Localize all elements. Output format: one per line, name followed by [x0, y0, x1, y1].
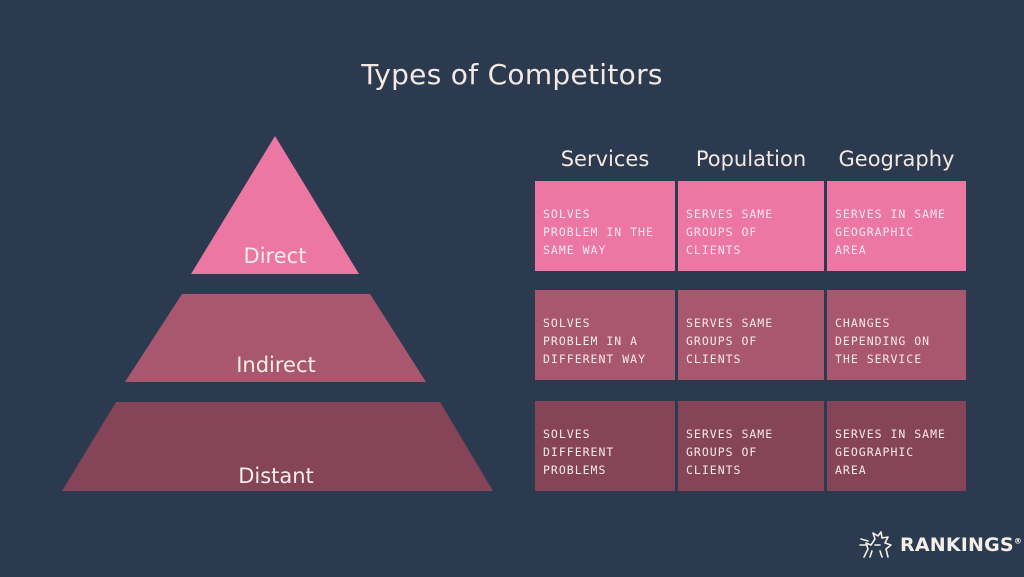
- cell-distant-services: Solves different problems: [535, 401, 675, 491]
- pyramid-tier-direct: [191, 136, 359, 274]
- column-header-services: Services: [560, 147, 650, 171]
- tier-label-distant: Distant: [238, 464, 314, 488]
- cell-indirect-geography: Changes depending on the service: [827, 290, 966, 380]
- griffin-logo-icon: [859, 531, 892, 558]
- competitor-pyramid: Direct Indirect Distant: [62, 136, 493, 491]
- cell-indirect-population: Serves same groups of clients: [678, 290, 824, 380]
- page-title: Types of Competitors: [361, 58, 663, 91]
- cell-distant-population: Serves same groups of clients: [678, 401, 824, 491]
- column-header-geography: Geography: [838, 147, 955, 171]
- pyramid-tier-indirect: [125, 294, 426, 382]
- cell-distant-geography: Serves in same geographic area: [827, 401, 966, 491]
- pyramid-tier-distant: [62, 402, 493, 491]
- brand-name: RANKINGS®: [900, 534, 1023, 556]
- tier-label-indirect: Indirect: [236, 353, 316, 377]
- cell-indirect-services: Solves problem in a different way: [535, 290, 675, 380]
- brand-logo: RANKINGS®: [858, 527, 1022, 563]
- cell-direct-population: Serves same groups of clients: [678, 181, 824, 271]
- cell-direct-geography: Serves in same geographic area: [827, 181, 966, 271]
- column-header-population: Population: [695, 147, 807, 171]
- tier-label-direct: Direct: [244, 244, 307, 268]
- registered-mark: ®: [1013, 536, 1023, 546]
- cell-direct-services: Solves problem in the same way: [535, 181, 675, 271]
